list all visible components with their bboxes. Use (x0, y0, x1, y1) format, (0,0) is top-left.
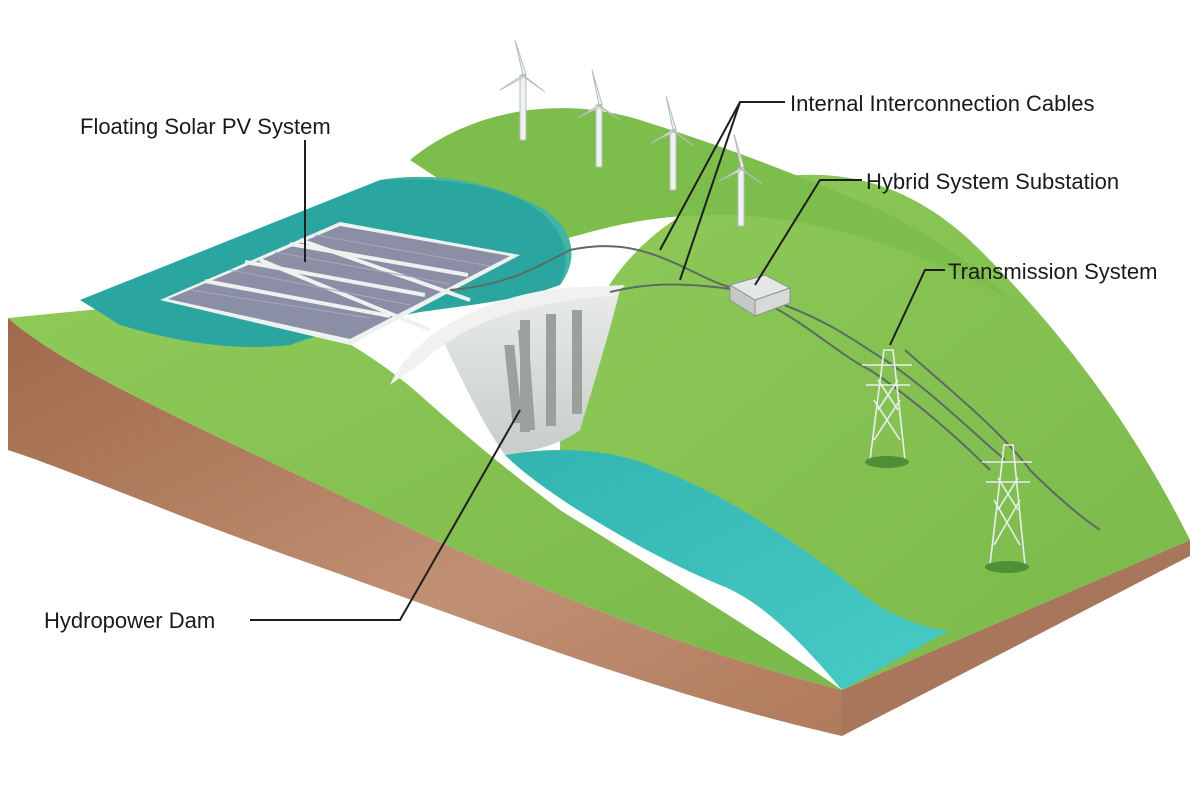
label-floating-solar-pv-system: Floating Solar PV System (80, 114, 331, 139)
label-hydropower-dam: Hydropower Dam (44, 608, 215, 633)
label-internal-interconnection-cables: Internal Interconnection Cables (790, 91, 1095, 116)
label-transmission-system: Transmission System (948, 259, 1157, 284)
label-hybrid-system-substation: Hybrid System Substation (866, 169, 1119, 194)
